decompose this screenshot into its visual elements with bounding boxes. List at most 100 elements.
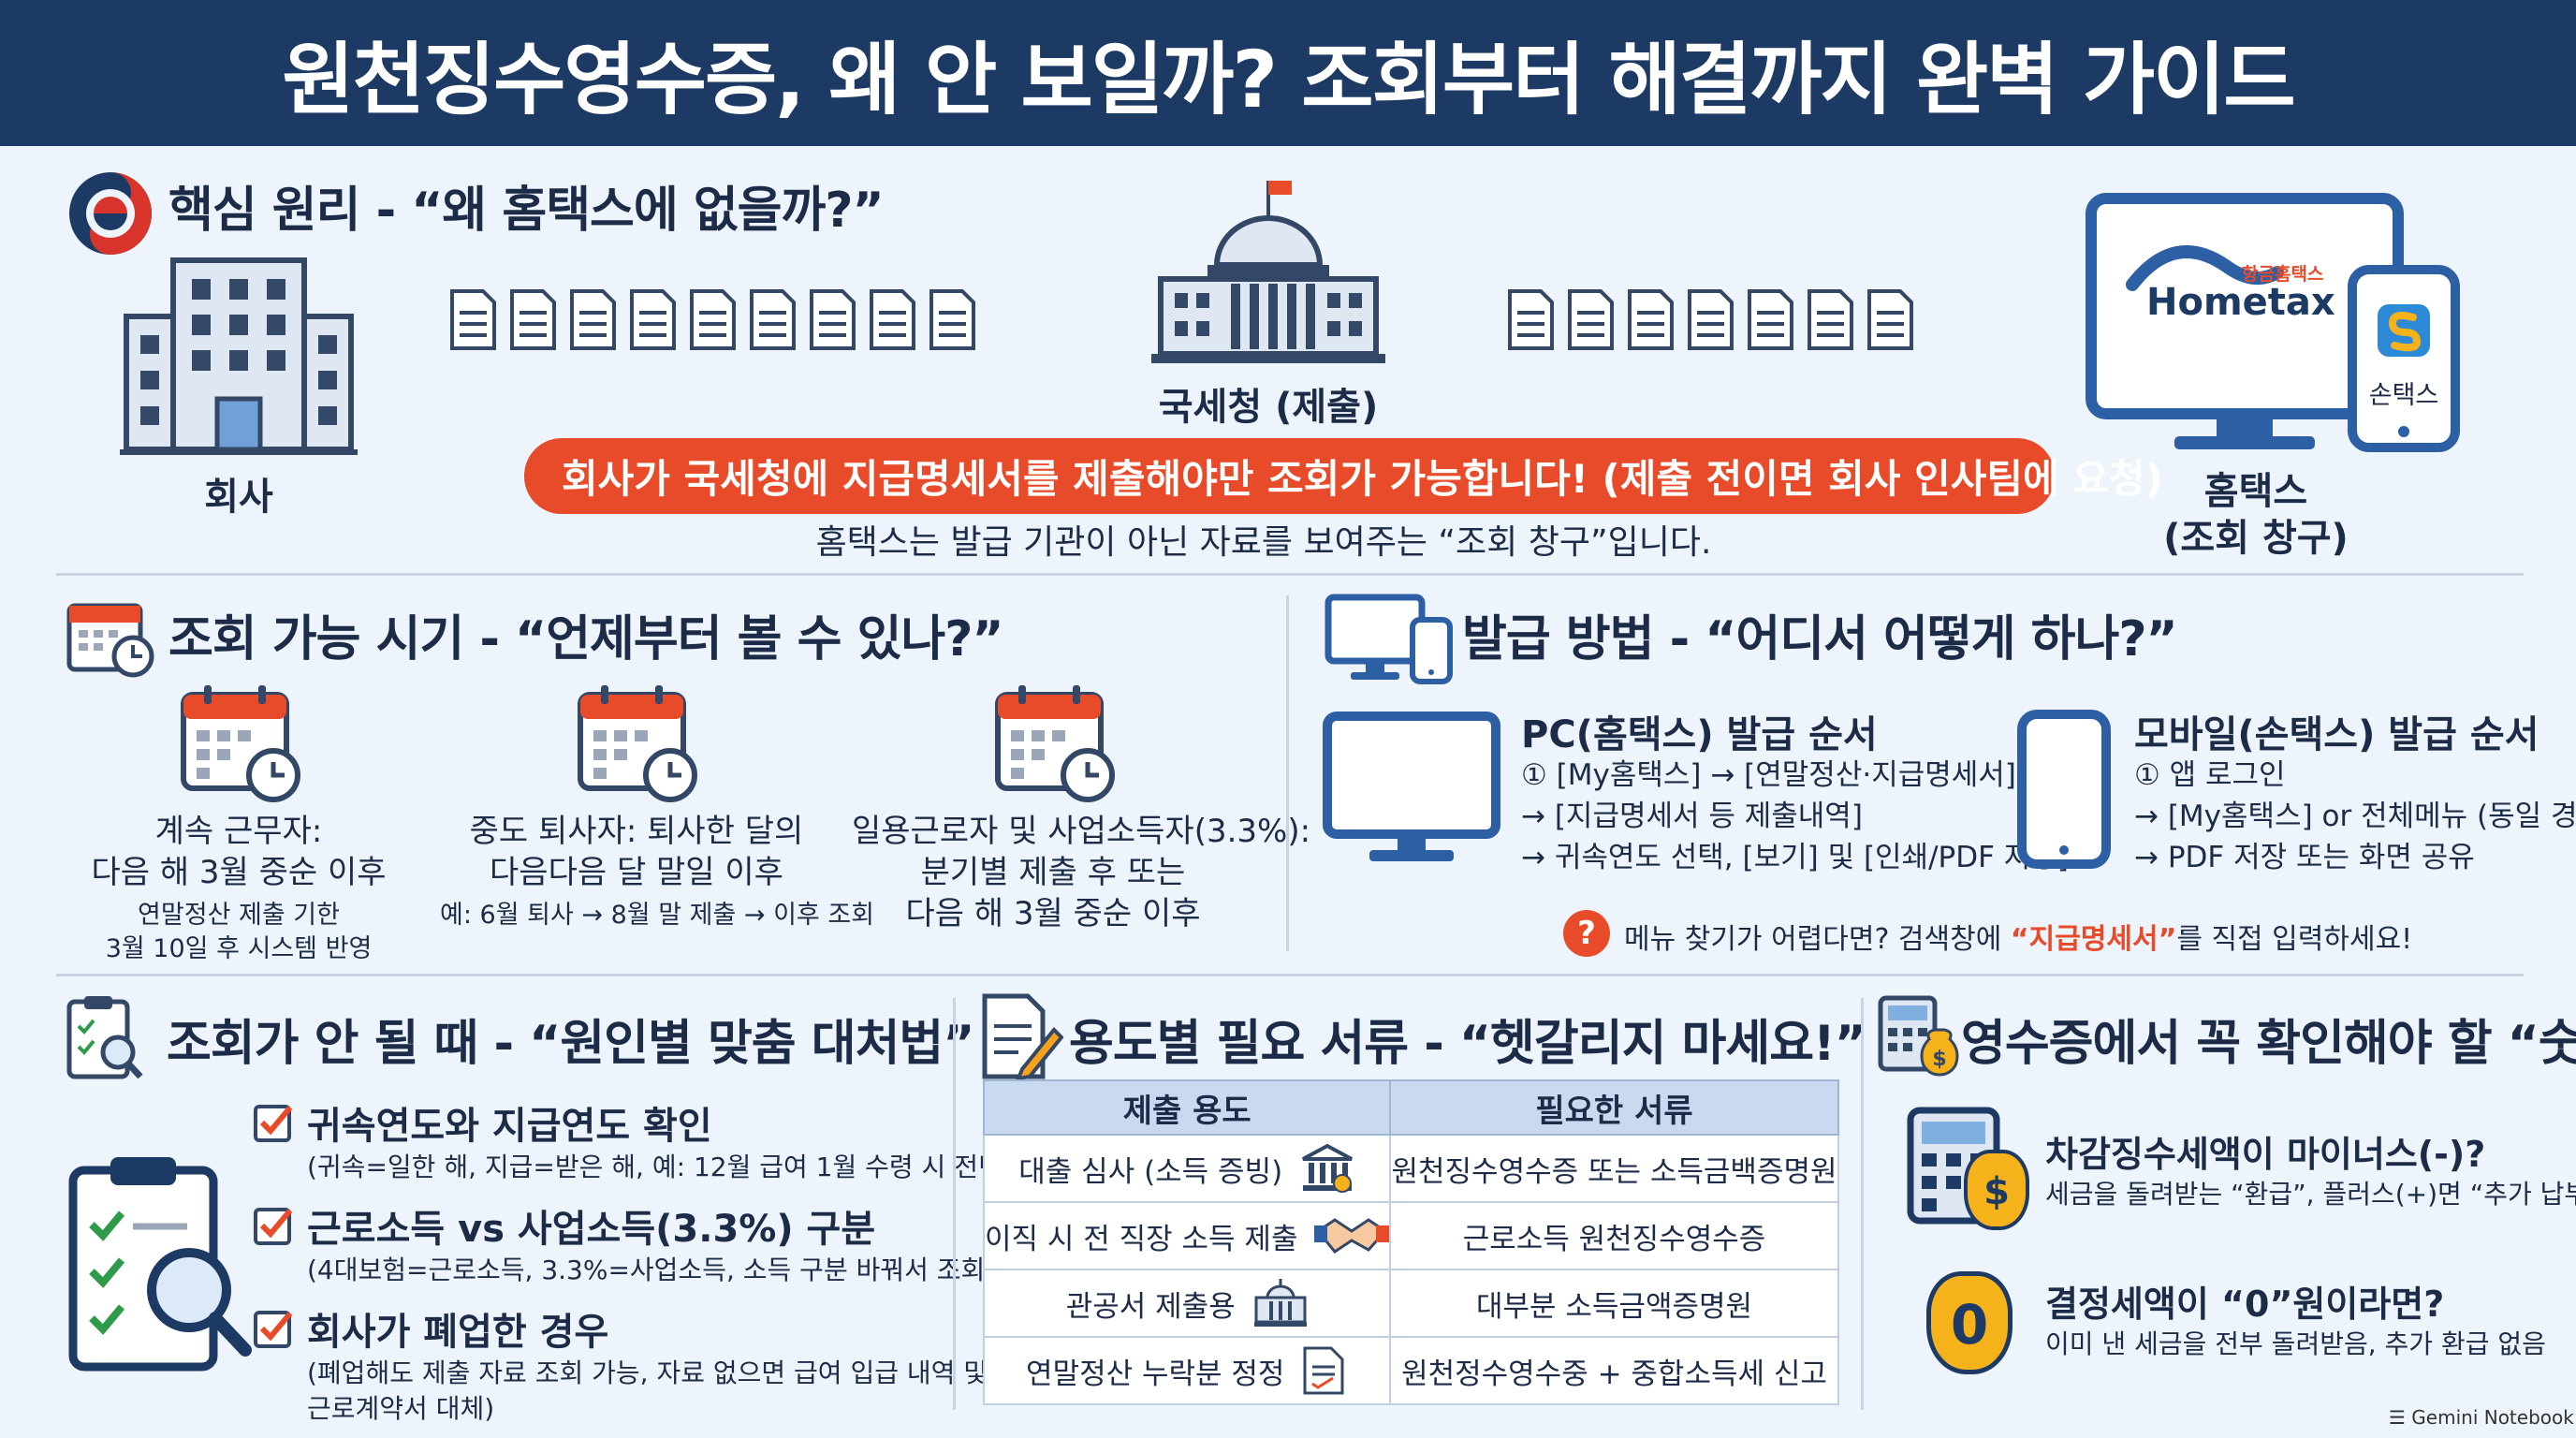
gemini-notebook-icon: ☰ — [2389, 1406, 2412, 1429]
table-row: 이직 시 전 직장 소득 제출 근로소득 원천징수영수증 — [982, 1201, 1839, 1270]
documents-header-purpose: 제출 용도 — [982, 1079, 1392, 1136]
numbers-item-1-title: 차감징수세액이 마이너스(-)? — [2045, 1134, 2486, 1175]
troubleshoot-item-2-title: 근로소득 vs 사업소득(3.3%) 구분 — [307, 1208, 876, 1251]
calculator-money-small-icon: $ — [1877, 994, 1961, 1078]
timing-item-1-note-2: 3월 10일 후 시스템 반영 — [105, 934, 373, 963]
pc-step-2: → [지급명세서 등 제출내역] — [1521, 800, 1863, 833]
header-bar: 원천징수영수증, 왜 안 보일까? 조회부터 해결까지 완벽 가이드 — [0, 0, 2576, 146]
numbers-title: 영수증에서 꼭 확인해야 할 “숫자” — [1961, 1016, 2576, 1072]
troubleshoot-item-3: 회사가 폐업한 경우 — [253, 1301, 1093, 1356]
mobile-step-2: → [My홈택스] or 전체메뉴 (동일 경로) — [2134, 800, 2576, 833]
pc-monitor-icon — [1323, 712, 1500, 869]
documents-title: 용도별 필요 서류 - “헷갈리지 마세요!” — [1069, 1016, 1866, 1072]
troubleshoot-item-1: 귀속연도와 지급연도 확인 — [253, 1095, 1093, 1150]
documents-row-1-purpose-cell: 대출 심사 (소득 증빙) — [982, 1134, 1392, 1203]
document-edit-icon — [1303, 1346, 1344, 1395]
timing-item-3-line-2: 분기별 제출 후 또는 — [920, 854, 1186, 891]
pc-step-3: → 귀속연도 선택, [보기] 및 [인쇄/PDF 저장] — [1521, 841, 2069, 874]
documents-header-doc: 필요한 서류 — [1389, 1079, 1839, 1136]
company-building-icon — [112, 242, 365, 457]
document-pen-icon — [981, 992, 1064, 1082]
svg-text:$: $ — [1932, 1048, 1946, 1071]
table-row: 관공서 제출용 대부분 소득금액증명원 — [982, 1269, 1839, 1338]
timing-item-1-note-1: 연말정산 제출 기한 — [138, 901, 340, 930]
money-bag-dollar-icon: $ — [1964, 1150, 2029, 1230]
documents-row-4-doc: 원천정수영수중 + 중합소득세 신고 — [1389, 1336, 1839, 1405]
timing-item-1-line-1: 계속 근무자: — [154, 813, 323, 850]
bank-icon — [1302, 1143, 1354, 1193]
nts-building-icon — [1151, 176, 1385, 368]
troubleshoot-item-1-desc: (귀속=일한 해, 지급=받은 해, 예: 12월 급여 1월 수령 시 전년도… — [307, 1152, 1093, 1182]
troubleshoot-title: 조회가 안 될 때 - “원인별 맞춤 대처법” — [167, 1016, 974, 1072]
documents-row-2-purpose-cell: 이직 시 전 직장 소득 제출 — [982, 1201, 1392, 1270]
documents-row-3-purpose: 관공서 제출용 — [1065, 1289, 1236, 1324]
troubleshoot-item-2: 근로소득 vs 사업소득(3.3%) 구분 — [253, 1198, 1093, 1253]
documents-row-3-doc: 대부분 소득금액증명원 — [1389, 1269, 1839, 1338]
timing-item-2-note-1: 예: 6월 퇴사 → 8월 말 제출 → 이후 조회 — [440, 901, 875, 930]
footer-text: Gemini Notebook — [2411, 1406, 2574, 1429]
mobile-step-3: → PDF 저장 또는 화면 공유 — [2134, 841, 2475, 874]
troubleshoot-item-1-title: 귀속연도와 지급연도 확인 — [307, 1105, 712, 1148]
timing-item-2-line-2: 다음다음 달 말일 이후 — [490, 854, 783, 891]
issue-title: 발급 방법 - “어디서 어떻게 하나?” — [1462, 611, 2178, 668]
numbers-item-1-desc: 세금을 돌려받는 “환급”, 플러스(+)면 “추가 납부” — [2045, 1179, 2576, 1210]
question-icon: ? — [1563, 910, 1610, 957]
mobile-step-1: ① 앱 로그인 — [2134, 758, 2286, 792]
document-flow-left — [449, 288, 983, 354]
pc-issue-title: PC(홈택스) 발급 순서 — [1521, 713, 1878, 756]
troubleshoot-item-3-title: 회사가 폐업한 경우 — [307, 1311, 609, 1354]
hometax-logo-text: Hometax — [2146, 281, 2335, 324]
pc-step-1: ① [My홈택스] → [연말정산·지급명세서] — [1521, 758, 2016, 792]
pc-phone-icon — [1325, 592, 1456, 685]
documents-row-1-purpose: 대출 심사 (소득 증빙) — [1018, 1154, 1283, 1189]
timing-item-2-line-1: 중도 퇴사자: 퇴사한 달의 — [469, 813, 804, 850]
documents-row-3-purpose-cell: 관공서 제출용 — [982, 1269, 1392, 1338]
divider-1 — [56, 573, 2524, 576]
troubleshoot-item-3-desc-1: (폐업해도 제출 자료 조회 가능, 자료 없으면 급여 입급 내역 및 — [307, 1357, 988, 1388]
page-title: 원천징수영수증, 왜 안 보일까? 조회부터 해결까지 완벽 가이드 — [282, 33, 2295, 125]
search-tip-after: 를 직접 입력하세요! — [2176, 923, 2413, 956]
documents-row-2-doc: 근로소득 원천징수영수증 — [1389, 1201, 1839, 1270]
search-tip: 메뉴 찾기가 어렵다면? 검색창에 “지급명세서”를 직접 입력하세요! — [1624, 916, 2412, 957]
numbers-item-2-desc: 이미 낸 세금을 전부 돌려받음, 추가 환급 없음 — [2045, 1328, 2546, 1359]
timing-item-1: 계속 근무자: 다음 해 3월 중순 이후 연말정산 제출 기한 3월 10일 … — [84, 811, 393, 966]
mobile-phone-icon — [2017, 710, 2111, 869]
numbers-item-2-title: 결정세액이 “0”원이라면? — [2045, 1284, 2445, 1325]
troubleshoot-item-3-desc-2: 근로계약서 대체) — [307, 1393, 495, 1424]
documents-row-1-doc: 원천징수영수증 또는 소득금백증명원 — [1389, 1134, 1839, 1203]
sontax-label: 손택스 — [2368, 381, 2439, 410]
hometax-sub-label: (조회 창구) — [2163, 517, 2349, 560]
checkbox-checked-icon — [254, 1105, 293, 1142]
table-row: 대출 심사 (소득 증빙) 원천징수영수증 또는 소득금백증명원 — [982, 1134, 1839, 1203]
timing-title: 조회 가능 시기 - “언제부터 볼 수 있나?” — [168, 611, 1004, 668]
checklist-magnifier-icon — [66, 1150, 253, 1374]
hometax-label: 홈택스 — [2203, 470, 2308, 513]
calendar-icon-1 — [178, 682, 305, 803]
timing-item-3: 일용근로자 및 사업소득자(3.3%): 분기별 제출 후 또는 다음 해 3월… — [852, 811, 1310, 934]
sontax-phone-icon — [2348, 265, 2460, 452]
divider-vertical-3 — [1861, 998, 1864, 1410]
company-label: 회사 — [204, 476, 273, 519]
timing-item-1-line-2: 다음 해 3월 중순 이후 — [91, 854, 387, 891]
alert-banner: 회사가 국세청에 지급명세서를 제출해야만 조회가 가능합니다! (제출 전이면… — [524, 438, 2163, 514]
hometax-logo-small-text: 항금홈택스 — [2242, 264, 2324, 285]
table-row: 연말정산 누락분 정정 원천정수영수중 + 중합소득세 신고 — [982, 1336, 1839, 1405]
calendar-icon-3 — [992, 682, 1120, 803]
documents-table-header: 제출 용도 필요한 서류 — [982, 1079, 1839, 1136]
principle-title: 핵심 원리 - “왜 홈택스에 없을까?” — [168, 183, 885, 239]
checklist-magnifier-small-icon — [66, 992, 144, 1082]
search-tip-keyword: “지급명세서” — [2010, 923, 2177, 956]
troubleshoot-list: 귀속연도와 지급연도 확인 (귀속=일한 해, 지급=받은 해, 예: 12월 … — [253, 1095, 1093, 1427]
nts-label: 국세청 (제출) — [1158, 386, 1379, 429]
documents-row-2-purpose: 이직 시 전 직장 소득 제출 — [985, 1222, 1298, 1256]
timing-item-2: 중도 퇴사자: 퇴사한 달의 다음다음 달 말일 이후 예: 6월 퇴사 → 8… — [440, 811, 875, 932]
mobile-issue-steps: ① 앱 로그인 → [My홈택스] or 전체메뉴 (동일 경로) → PDF … — [2134, 755, 2576, 878]
divider-vertical-1 — [1286, 595, 1289, 951]
calendar-icon-2 — [575, 682, 702, 803]
footer-watermark: ☰ Gemini Notebook — [2389, 1406, 2574, 1429]
documents-row-4-purpose-cell: 연말정산 누락분 정정 — [982, 1336, 1392, 1405]
search-tip-before: 메뉴 찾기가 어렵다면? 검색창에 — [1624, 923, 2011, 956]
checkbox-checked-icon — [254, 1311, 293, 1348]
divider-vertical-2 — [953, 998, 956, 1410]
mobile-issue-title: 모바일(손택스) 발급 순서 — [2134, 713, 2539, 756]
